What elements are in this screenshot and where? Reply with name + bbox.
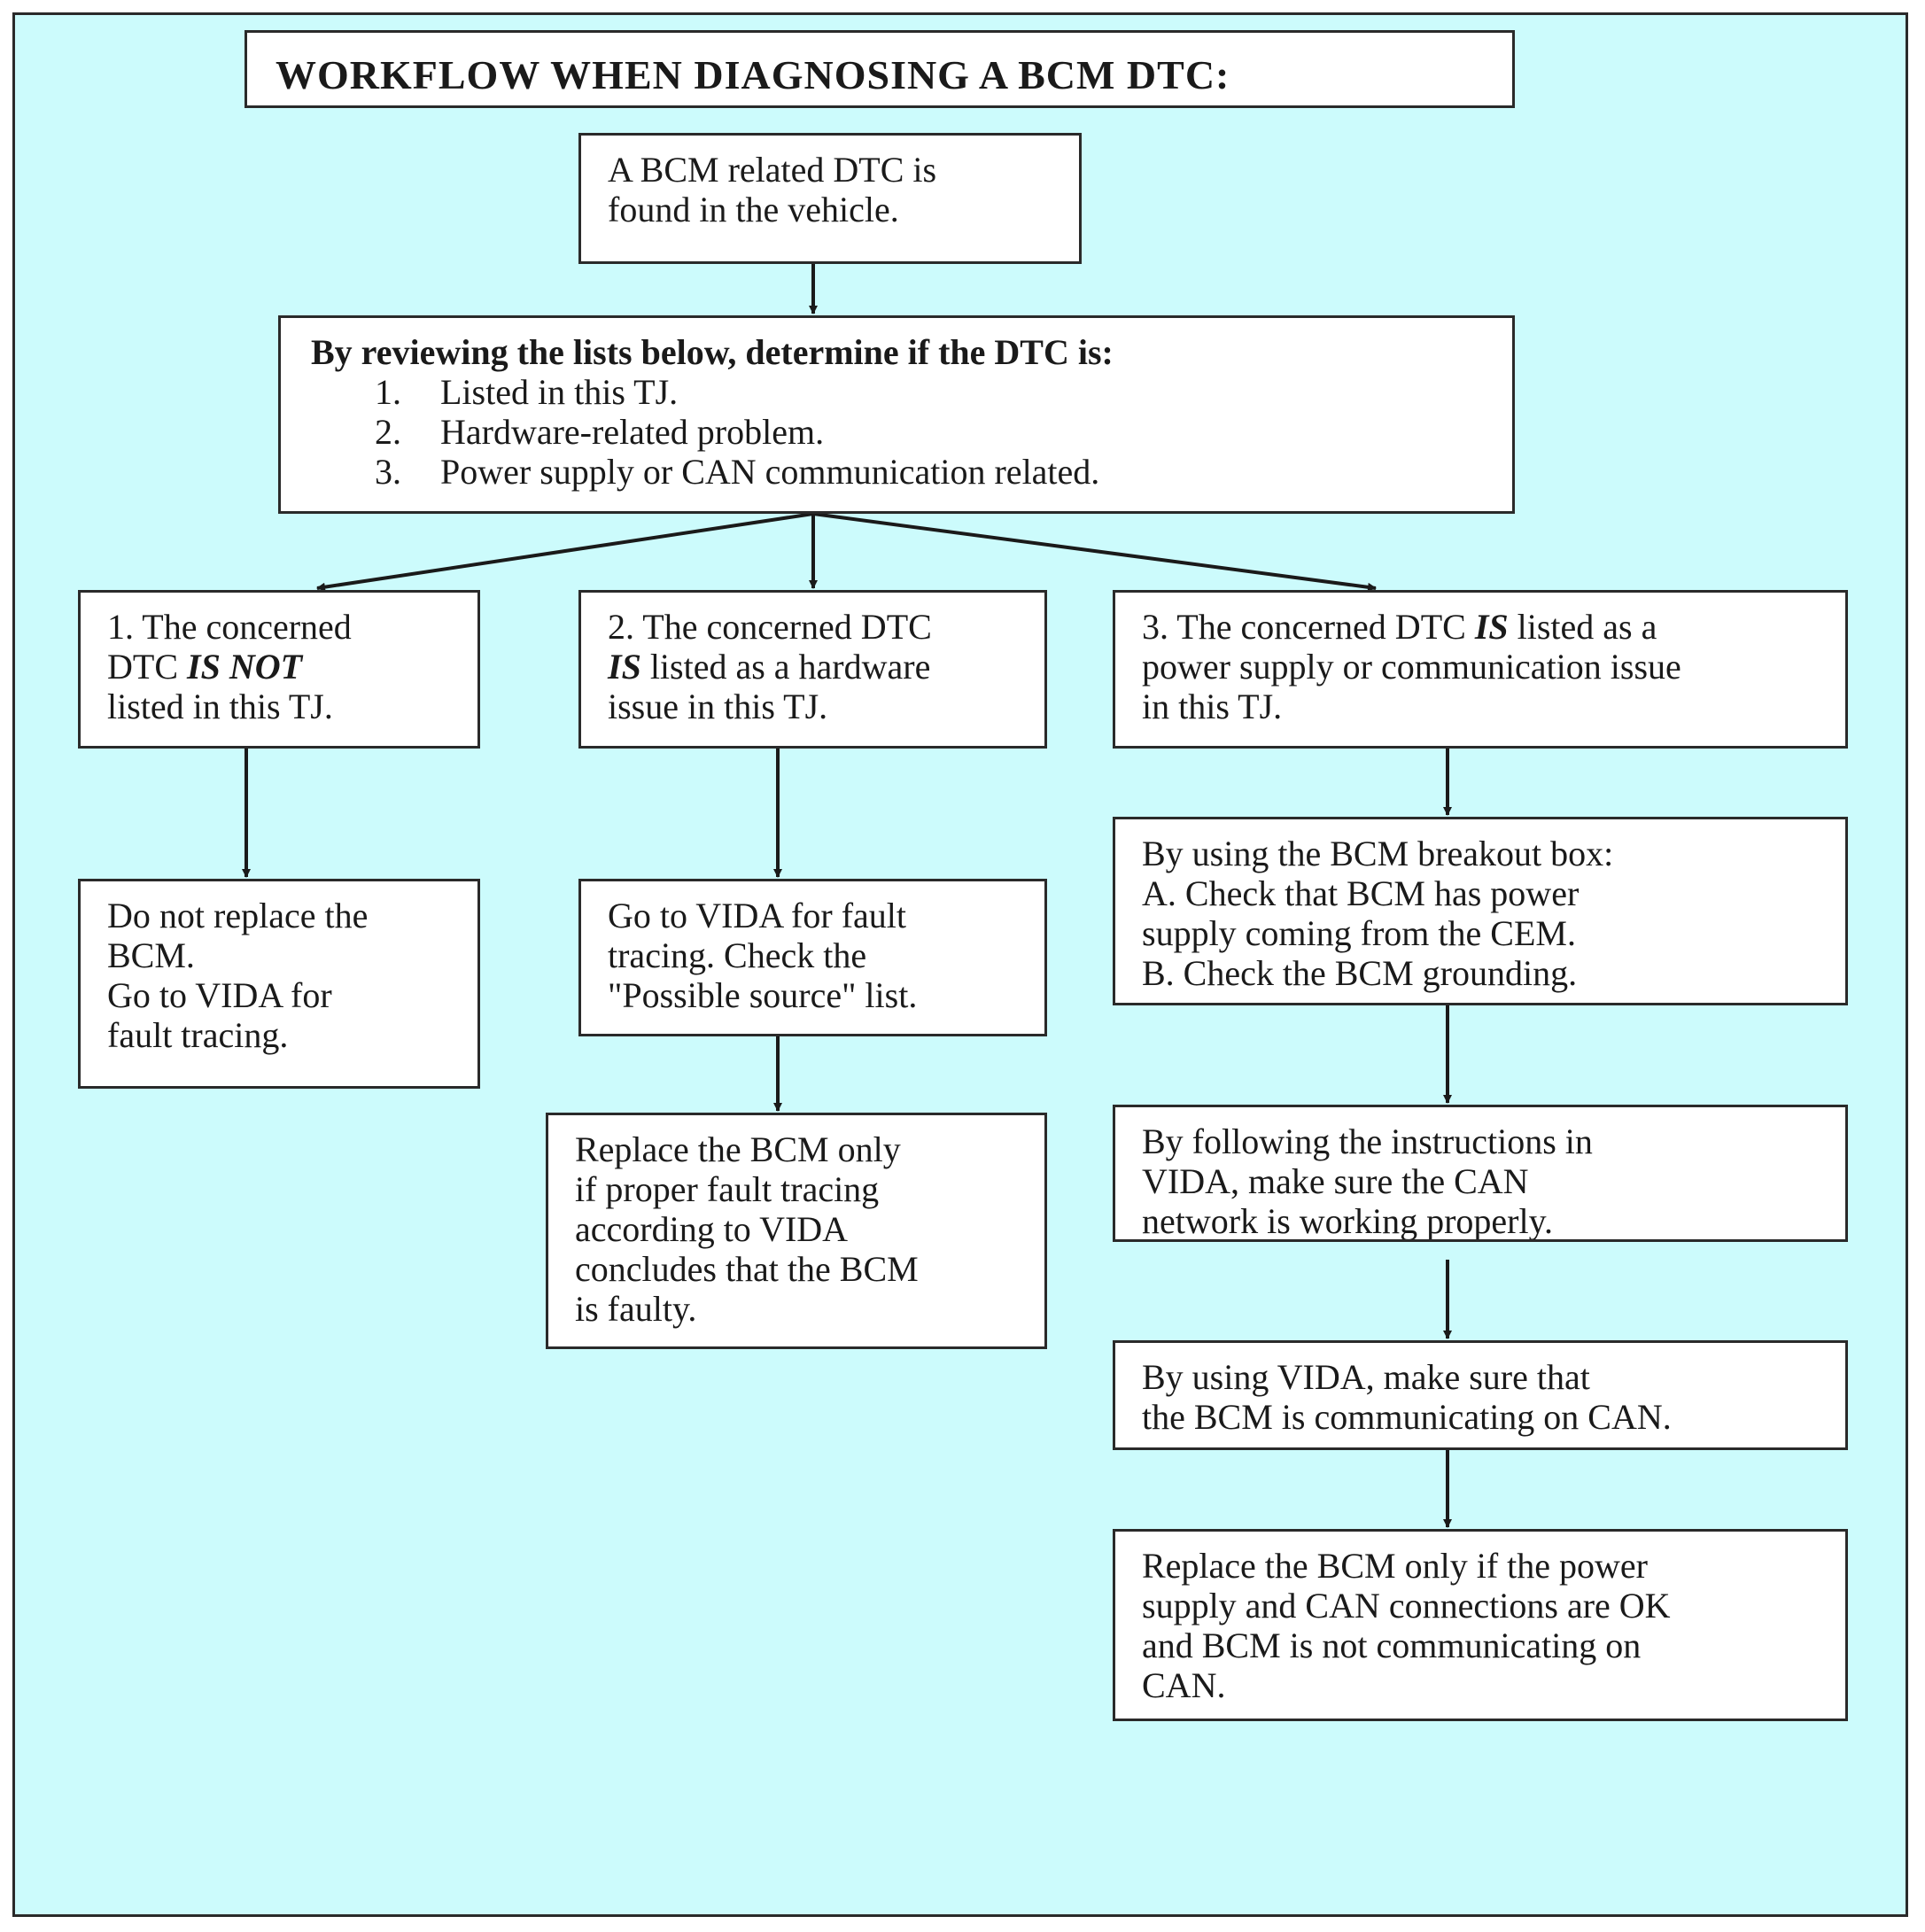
replace3-line: Replace the BCM only if the power: [1142, 1546, 1648, 1586]
review-item-text: Listed in this TJ.: [440, 372, 679, 412]
diagram-title: WORKFLOW WHEN DIAGNOSING A BCM DTC:: [245, 30, 1515, 108]
node-breakout-box: By using the BCM breakout box: A. Check …: [1113, 817, 1848, 1005]
node-replace-hardware: Replace the BCM only if proper fault tra…: [546, 1113, 1047, 1349]
branch1-line: 1. The concerned: [107, 607, 352, 647]
branch3-text: 3. The concerned DTC: [1142, 607, 1475, 647]
breakout-step-a: A. Check that BCM has power: [1142, 873, 1580, 913]
node-start-line: found in the vehicle.: [608, 190, 899, 229]
node-branch-hardware: 2. The concerned DTC IS listed as a hard…: [578, 590, 1047, 749]
action1-line: Do not replace the: [107, 896, 369, 935]
branch3-line: power supply or communication issue: [1142, 647, 1681, 687]
action2-line: Go to VIDA for fault: [608, 896, 906, 935]
review-item-number: 1.: [375, 372, 401, 412]
vida-comm-line: By using VIDA, make sure that: [1142, 1357, 1590, 1397]
branch2-text: listed as a hardware: [640, 647, 931, 687]
breakout-heading: By using the BCM breakout box:: [1142, 834, 1614, 873]
action1-line: Go to VIDA for: [107, 975, 332, 1015]
replace2-line: Replace the BCM only: [575, 1129, 901, 1169]
branch2-line: IS listed as a hardware: [608, 647, 1023, 687]
replace3-line: and BCM is not communicating on: [1142, 1626, 1642, 1665]
branch1-line: DTC IS NOT: [107, 647, 456, 687]
breakout-step-b: B. Check the BCM grounding.: [1142, 953, 1578, 993]
branch3-line: 3. The concerned DTC IS listed as a: [1142, 607, 1824, 647]
node-start: A BCM related DTC is found in the vehicl…: [578, 133, 1082, 264]
review-list-item: 1. Listed in this TJ.: [375, 372, 1491, 412]
branch3-emphasis: IS: [1474, 607, 1509, 647]
node-start-line: A BCM related DTC is: [608, 150, 937, 190]
branch2-line: issue in this TJ.: [608, 687, 828, 726]
breakout-step-a-cont: supply coming from the CEM.: [1142, 913, 1576, 953]
node-replace-power-communication: Replace the BCM only if the power supply…: [1113, 1529, 1848, 1721]
review-list-item: 2. Hardware-related problem.: [375, 412, 1491, 452]
node-can-check: By following the instructions in VIDA, m…: [1113, 1105, 1848, 1242]
can-check-line: network is working properly.: [1142, 1201, 1553, 1241]
replace2-line: if proper fault tracing: [575, 1169, 880, 1209]
replace3-line: CAN.: [1142, 1665, 1226, 1705]
branch3-line: in this TJ.: [1142, 687, 1283, 726]
replace2-line: according to VIDA: [575, 1209, 849, 1249]
node-review-heading: By reviewing the lists below, determine …: [311, 332, 1114, 372]
branch2-line: 2. The concerned DTC: [608, 607, 932, 647]
vida-comm-line: the BCM is communicating on CAN.: [1142, 1397, 1672, 1437]
node-review: By reviewing the lists below, determine …: [278, 315, 1515, 514]
node-action-hardware: Go to VIDA for fault tracing. Check the …: [578, 879, 1047, 1036]
review-item-text: Power supply or CAN communication relate…: [440, 452, 1100, 492]
node-branch-power-communication: 3. The concerned DTC IS listed as a powe…: [1113, 590, 1848, 749]
branch1-line: listed in this TJ.: [107, 687, 333, 726]
node-action-not-listed: Do not replace the BCM. Go to VIDA for f…: [78, 879, 480, 1089]
replace2-line: concludes that the BCM: [575, 1249, 919, 1289]
replace2-line: is faulty.: [575, 1289, 697, 1329]
action2-line: "Possible source" list.: [608, 975, 918, 1015]
branch1-emphasis: IS NOT: [187, 647, 303, 687]
branch1-text: DTC: [107, 647, 187, 687]
replace3-line: supply and CAN connections are OK: [1142, 1586, 1671, 1626]
can-check-line: VIDA, make sure the CAN: [1142, 1161, 1529, 1201]
review-item-number: 3.: [375, 452, 401, 492]
node-branch-not-listed: 1. The concerned DTC IS NOT listed in th…: [78, 590, 480, 749]
branch3-text: listed as a: [1508, 607, 1657, 647]
action2-line: tracing. Check the: [608, 935, 867, 975]
action1-line: fault tracing.: [107, 1015, 289, 1055]
review-list-item: 3. Power supply or CAN communication rel…: [375, 452, 1491, 492]
review-item-number: 2.: [375, 412, 401, 452]
branch2-emphasis: IS: [608, 647, 641, 687]
review-item-text: Hardware-related problem.: [440, 412, 825, 452]
action1-line: BCM.: [107, 935, 195, 975]
can-check-line: By following the instructions in: [1142, 1121, 1593, 1161]
node-vida-communication: By using VIDA, make sure that the BCM is…: [1113, 1340, 1848, 1450]
